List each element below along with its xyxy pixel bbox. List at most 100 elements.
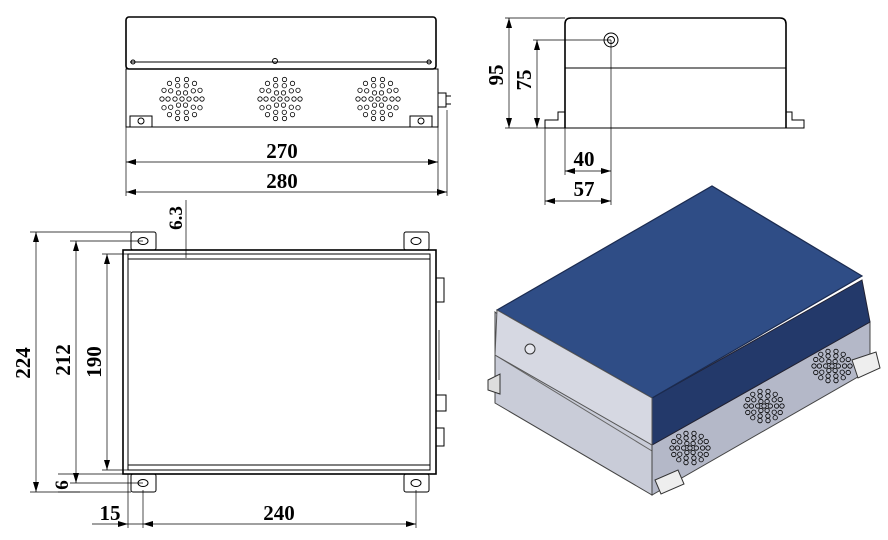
vent-hole xyxy=(677,439,683,445)
dim-label-6: 6 xyxy=(52,480,73,490)
dim-label-15: 15 xyxy=(100,501,121,525)
vent-hole xyxy=(841,363,848,369)
vent-hole xyxy=(270,96,276,102)
vent-hole xyxy=(379,109,385,115)
vent-hole xyxy=(833,377,839,384)
vent-hole xyxy=(355,96,361,102)
vent-hole xyxy=(683,430,689,436)
vent-hole xyxy=(175,90,182,96)
vent-hole xyxy=(832,367,838,374)
vent-hole xyxy=(750,415,756,421)
vent-hole xyxy=(257,96,263,102)
mount-hole-icon xyxy=(417,117,425,125)
vent-hole xyxy=(179,96,185,102)
vent-hole xyxy=(264,80,271,87)
knob-icon xyxy=(524,343,536,355)
dim-label-280: 280 xyxy=(266,169,298,193)
vent-hole xyxy=(671,438,677,445)
vent-hole xyxy=(379,115,386,122)
vent-hole xyxy=(833,348,839,354)
vent-hole xyxy=(273,83,279,89)
mounting-foot xyxy=(851,351,881,379)
vent-hole xyxy=(825,348,831,354)
vent-hole xyxy=(755,403,761,409)
vent-hole xyxy=(165,96,171,102)
vent-hole xyxy=(845,369,851,376)
vent-hole xyxy=(281,76,288,83)
vent-hole xyxy=(364,88,370,94)
connector-icon xyxy=(435,394,447,412)
vent-hole xyxy=(370,76,377,83)
dim-label-40: 40 xyxy=(574,147,595,171)
dim-label-224: 224 xyxy=(11,347,35,379)
dim-label-6-3: 6.3 xyxy=(166,206,187,230)
vent-hole xyxy=(684,440,690,447)
vent-hole xyxy=(761,403,767,409)
vent-hole xyxy=(386,88,392,94)
vent-hole xyxy=(197,87,203,93)
vent-hole xyxy=(277,96,283,102)
vent-hole xyxy=(259,87,265,93)
vent-hole xyxy=(690,449,696,456)
mounting-tab xyxy=(403,231,430,251)
vent-hole xyxy=(174,115,181,122)
vent-hole xyxy=(166,80,173,87)
mounting-foot xyxy=(129,115,153,128)
vent-hole xyxy=(687,445,693,451)
vent-hole xyxy=(671,451,677,458)
vent-hole xyxy=(835,363,841,369)
vent-hole xyxy=(393,105,399,111)
vent-hole xyxy=(703,451,709,458)
vent-hole xyxy=(691,430,697,436)
vent-hole xyxy=(765,388,771,394)
vent-hole xyxy=(183,115,190,122)
vent-hole xyxy=(191,112,198,118)
vent-hole xyxy=(371,90,378,96)
vent-hole xyxy=(186,96,192,102)
vent-hole xyxy=(813,356,819,363)
vent-hole xyxy=(182,90,189,96)
vent-hole xyxy=(375,96,381,102)
vent-hole xyxy=(832,358,838,365)
vent-hole xyxy=(764,407,770,414)
vent-hole xyxy=(182,102,189,108)
vent-hole xyxy=(166,112,173,118)
vent-hole xyxy=(395,96,401,102)
vent-hole xyxy=(839,357,845,363)
dim-label-190: 190 xyxy=(82,346,106,378)
vent-hole xyxy=(191,80,198,87)
vent-hole xyxy=(690,440,696,447)
vent-hole xyxy=(190,104,196,110)
vent-hole xyxy=(771,397,777,403)
dim-label-240: 240 xyxy=(263,501,295,525)
mounting-foot xyxy=(654,469,685,495)
vent-hole xyxy=(705,445,711,451)
vent-hole xyxy=(813,369,819,376)
vent-hole xyxy=(175,102,182,108)
vent-hole xyxy=(825,377,831,384)
vent-hole xyxy=(386,104,392,110)
vent-hole xyxy=(371,109,377,115)
screw-icon xyxy=(272,58,278,64)
vent-hole xyxy=(697,439,703,445)
vent-hole xyxy=(259,105,265,111)
isometric-view xyxy=(487,185,881,496)
vent-hole xyxy=(175,109,181,115)
vent-hole xyxy=(190,88,196,94)
fan-grilles xyxy=(159,76,401,122)
vent-hole xyxy=(379,83,385,89)
vent-hole xyxy=(272,76,279,83)
vent-hole xyxy=(765,417,771,424)
side-view: 95 75 40 57 xyxy=(484,17,805,205)
dim-label-57: 57 xyxy=(574,177,595,201)
vent-hole xyxy=(387,112,394,118)
vent-hole xyxy=(777,409,783,416)
vent-hole xyxy=(773,403,780,409)
vent-hole xyxy=(758,407,764,414)
vent-hole xyxy=(172,96,178,102)
vent-hole xyxy=(684,449,690,456)
mounting-foot xyxy=(487,373,501,395)
vent-hole xyxy=(281,109,287,115)
dim-label-75: 75 xyxy=(512,70,536,91)
